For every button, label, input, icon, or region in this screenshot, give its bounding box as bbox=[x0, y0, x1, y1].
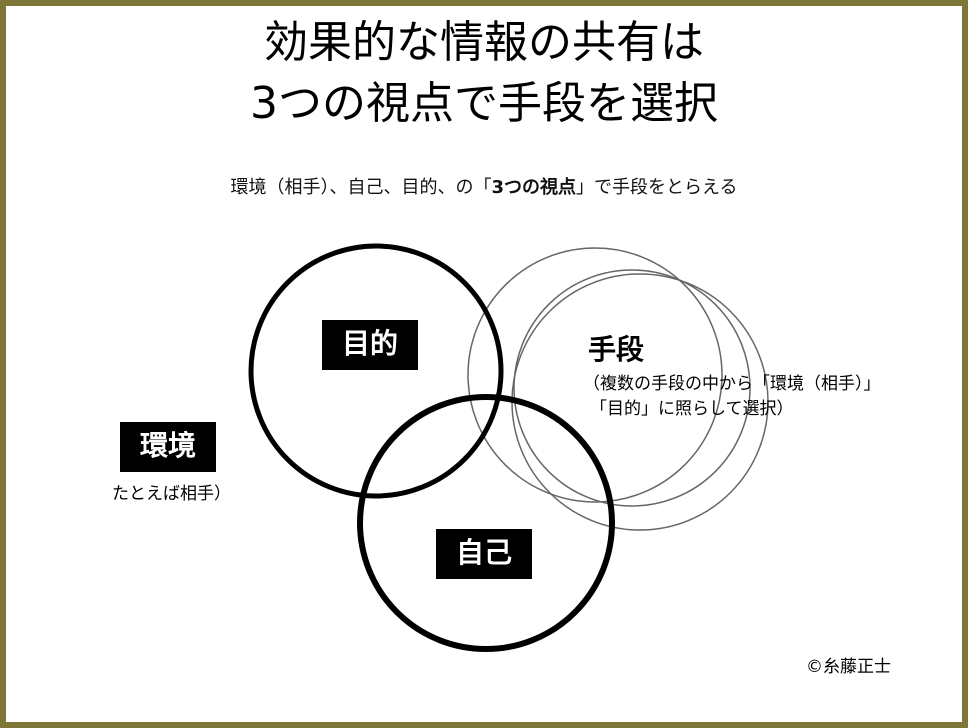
purpose-label: 目的 bbox=[322, 320, 418, 370]
subtitle-post: 」で手段をとらえる bbox=[576, 177, 738, 198]
means-note-line1: （複数の手段の中から「環境（相手）」 bbox=[583, 374, 881, 394]
subtitle-emphasis: 3つの視点 bbox=[491, 177, 577, 198]
subtitle-pre: 環境（相手）、自己、目的、の「 bbox=[230, 177, 492, 198]
purpose-circle bbox=[248, 243, 504, 499]
self-circle bbox=[357, 394, 615, 652]
means-circle-1 bbox=[467, 247, 723, 503]
slide-title-line2: 3つの視点で手段を選択 bbox=[250, 78, 718, 129]
means-note-line2: 「目的」に照らして選択） bbox=[590, 399, 794, 419]
means-circle-2 bbox=[513, 269, 751, 507]
slide-subtitle: 環境（相手）、自己、目的、の「3つの視点」で手段をとらえる bbox=[0, 176, 968, 200]
environment-note: たとえば相手） bbox=[112, 484, 231, 504]
slide-title-line1: 効果的な情報の共有は bbox=[264, 17, 704, 68]
environment-label: 環境 bbox=[120, 422, 216, 472]
means-label: 手段 bbox=[588, 333, 645, 366]
copyright-text: ©糸藤正士 bbox=[806, 657, 891, 677]
self-label: 自己 bbox=[436, 529, 532, 579]
